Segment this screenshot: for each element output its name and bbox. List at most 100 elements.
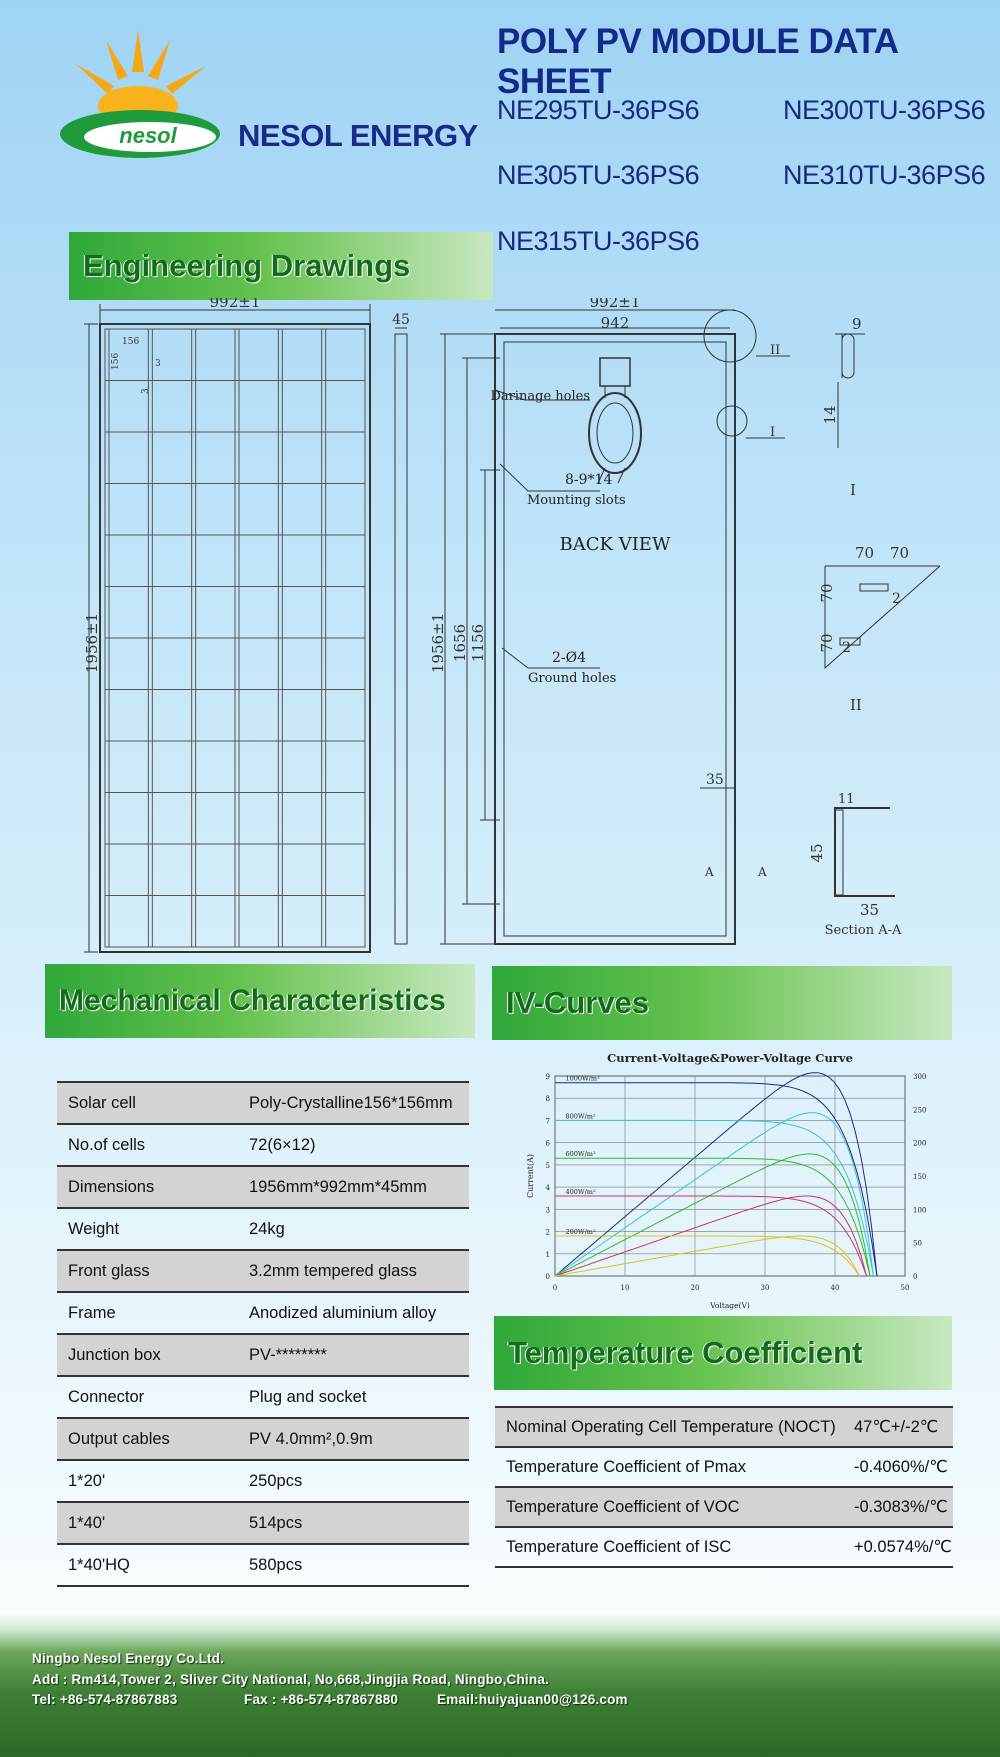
x-tick-label: 40 — [831, 1284, 840, 1292]
series-label: 400W/m² — [566, 1188, 596, 1196]
nesol-logo: nesol — [60, 30, 220, 158]
back-height-dim: 1956±1 — [429, 613, 447, 673]
iv-curve-line — [555, 1119, 874, 1277]
spec-key: No.of cells — [57, 1124, 238, 1167]
ground-holes-label: Ground holes — [528, 671, 616, 686]
spec-key: Weight — [57, 1208, 238, 1251]
document-title: POLY PV MODULE DATA SHEET — [497, 22, 898, 101]
y-tick-label: 5 — [546, 1162, 550, 1170]
spec-key: Output cables — [57, 1418, 238, 1461]
model-number: NE300TU-36PS6 — [783, 95, 986, 125]
series-label: 600W/m² — [566, 1150, 596, 1158]
model-number: NE305TU-36PS6 — [497, 160, 700, 190]
spec-row: 1*20'250pcs — [57, 1460, 469, 1503]
mount-slot-dim: 8-9*14 — [565, 472, 612, 488]
y-axis-label: Current(A) — [526, 1154, 535, 1198]
bottom-frame-dim: 35 — [706, 772, 724, 788]
pv-curve-line — [554, 1072, 878, 1277]
spec-value: PV-******** — [238, 1334, 469, 1377]
spec-value: Anodized aluminium alloy — [238, 1292, 469, 1335]
spec-row: 1*40'514pcs — [57, 1502, 469, 1545]
spec-key: Front glass — [57, 1250, 238, 1293]
callout-i: I — [770, 425, 775, 440]
footer-address: Add : Rm414,Tower 2, Sliver City Nationa… — [32, 1672, 549, 1687]
spec-value: Plug and socket — [238, 1376, 469, 1419]
spec-value: 514pcs — [238, 1502, 469, 1545]
spec-value: 72(6×12) — [238, 1124, 469, 1167]
spec-value: 1956mm*992mm*45mm — [238, 1166, 469, 1209]
series-label: 200W/m² — [566, 1228, 596, 1236]
y2-tick-label: 300 — [913, 1073, 926, 1081]
footer-company: Ningbo Nesol Energy Co.Ltd. — [32, 1651, 225, 1666]
temp-coef-key: Temperature Coefficient of VOC — [495, 1487, 843, 1528]
back-view-drawing: 992±1 942 Darinage holes 8-9*14 Mounting… — [429, 298, 790, 945]
drainage-holes-label: Darinage holes — [490, 389, 590, 404]
y-tick-label: 3 — [546, 1206, 550, 1214]
y-tick-label: 0 — [546, 1273, 550, 1281]
front-view-drawing: 992±1 1956±1 156 3 156 3 — [83, 298, 371, 953]
temp-coef-row: Nominal Operating Cell Temperature (NOCT… — [495, 1406, 953, 1448]
section-aa-label: Section A-A — [825, 923, 902, 938]
model-number: NE310TU-36PS6 — [783, 160, 986, 190]
back-width-dim: 992±1 — [590, 298, 641, 311]
mounting-slots-label: Mounting slots — [527, 493, 626, 508]
section-width-dim: 35 — [860, 901, 879, 919]
pv-curve-line — [554, 1235, 860, 1277]
y2-tick-label: 200 — [913, 1140, 926, 1148]
temp-coef-row: Temperature Coefficient of VOC-0.3083%/℃ — [495, 1487, 953, 1528]
y-tick-label: 1 — [546, 1251, 550, 1259]
spec-key: Solar cell — [57, 1081, 238, 1125]
temp-coef-value: +0.0574%/℃ — [843, 1527, 953, 1568]
temp-coef-value: -0.4060%/℃ — [843, 1447, 953, 1488]
chart-title: Current-Voltage&Power-Voltage Curve — [607, 1051, 853, 1065]
x-tick-label: 20 — [691, 1284, 700, 1292]
temp-coef-value: 47℃+/-2℃ — [843, 1406, 953, 1448]
section-header-mechanical: Mechanical Characteristics — [45, 964, 475, 1038]
series-label: 800W/m² — [566, 1112, 596, 1120]
spec-value: Poly-Crystalline156*156mm — [238, 1081, 469, 1125]
ground-hole-dim: 2-Ø4 — [552, 650, 586, 666]
side-view-drawing: 45 — [392, 312, 410, 945]
x-tick-label: 50 — [901, 1284, 910, 1292]
spec-value: 3.2mm tempered glass — [238, 1250, 469, 1293]
pv-curve-line — [554, 1153, 871, 1277]
footer-email: Email:huiyajuan00@126.com — [437, 1692, 628, 1707]
detail-ii-height-dim: 70 — [818, 633, 836, 652]
detail-ii-drawing: 70 70 70 70 2 2 II — [818, 544, 941, 714]
callout-ii: II — [770, 343, 780, 358]
spec-key: Connector — [57, 1376, 238, 1419]
cell-height-dim: 156 — [111, 353, 121, 370]
detail-ii-radius-dim: 2 — [892, 591, 901, 607]
iv-curve-line — [555, 1195, 867, 1277]
iv-curve-line — [555, 1235, 860, 1277]
x-axis-label: Voltage(V) — [709, 1301, 750, 1310]
company-name: NESOL ENERGY — [238, 118, 478, 153]
detail-ii-height-dim: 70 — [818, 583, 836, 602]
temp-coef-row: Temperature Coefficient of ISC+0.0574%/℃ — [495, 1527, 953, 1568]
footer-tel: Tel: +86-574-87867883 — [32, 1692, 178, 1707]
iv-curve-line — [555, 1157, 871, 1277]
section-thickness-dim: 11 — [838, 792, 855, 807]
back-inner-dim: 942 — [601, 314, 630, 332]
section-header-temperature: Temperature Coefficient — [494, 1316, 952, 1390]
pv-curve-line — [554, 1112, 874, 1277]
front-width-dim: 992±1 — [210, 298, 261, 311]
temp-coef-key: Temperature Coefficient of Pmax — [495, 1447, 843, 1488]
section-header-engineering: Engineering Drawings — [69, 232, 493, 300]
x-tick-label: 0 — [553, 1284, 557, 1292]
section-mark-a: A — [757, 865, 767, 879]
x-tick-label: 30 — [761, 1284, 770, 1292]
spec-value: 24kg — [238, 1208, 469, 1251]
detail-i-width-dim: 9 — [852, 315, 862, 333]
detail-i-label: I — [850, 481, 856, 499]
section-header-iv-curves: IV-Curves — [492, 966, 952, 1040]
y-tick-label: 6 — [546, 1140, 551, 1148]
cell-gap-vertical-dim: 3 — [141, 388, 151, 394]
